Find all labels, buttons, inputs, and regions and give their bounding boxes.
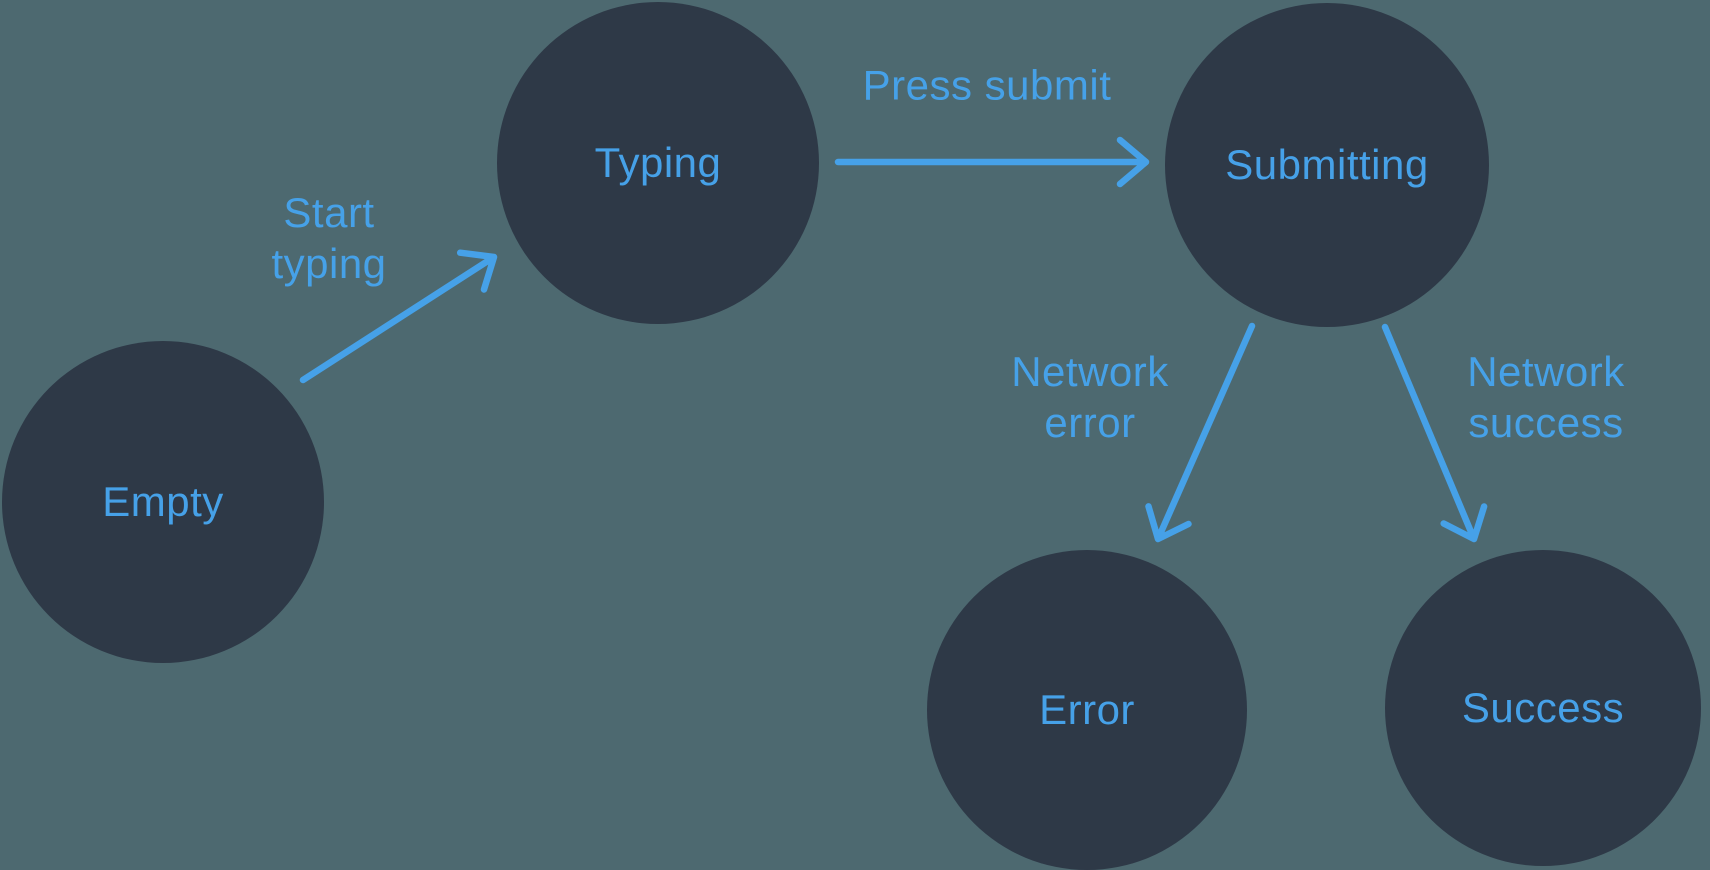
edge-label-line: error	[1044, 399, 1136, 446]
edge-label-network-success: Network success	[1467, 346, 1625, 448]
state-label-success: Success	[1461, 684, 1625, 731]
edge-label-line: Network	[1011, 348, 1169, 395]
state-label-empty: Empty	[102, 478, 224, 525]
edge-label-start-typing: Start typing	[271, 187, 386, 289]
state-node-success: Success	[1385, 550, 1701, 866]
state-label-typing: Typing	[594, 139, 722, 186]
state-node-error: Error	[927, 550, 1247, 870]
state-node-submitting: Submitting	[1165, 3, 1489, 327]
state-node-empty: Empty	[2, 341, 324, 663]
edge-label-line: Start	[283, 189, 375, 236]
state-label-submitting: Submitting	[1225, 141, 1429, 188]
edge-label-line: success	[1468, 399, 1624, 446]
edge-label-line: Press submit	[862, 61, 1112, 109]
edge-label-press-submit: Press submit	[863, 60, 1112, 111]
arrow-typing-to-submitting	[834, 136, 1150, 188]
edge-label-line: Network	[1467, 348, 1625, 395]
state-node-typing: Typing	[497, 2, 819, 324]
edge-label-network-error: Network error	[1011, 346, 1169, 448]
state-label-error: Error	[1039, 686, 1135, 733]
edge-label-line: typing	[271, 240, 387, 287]
